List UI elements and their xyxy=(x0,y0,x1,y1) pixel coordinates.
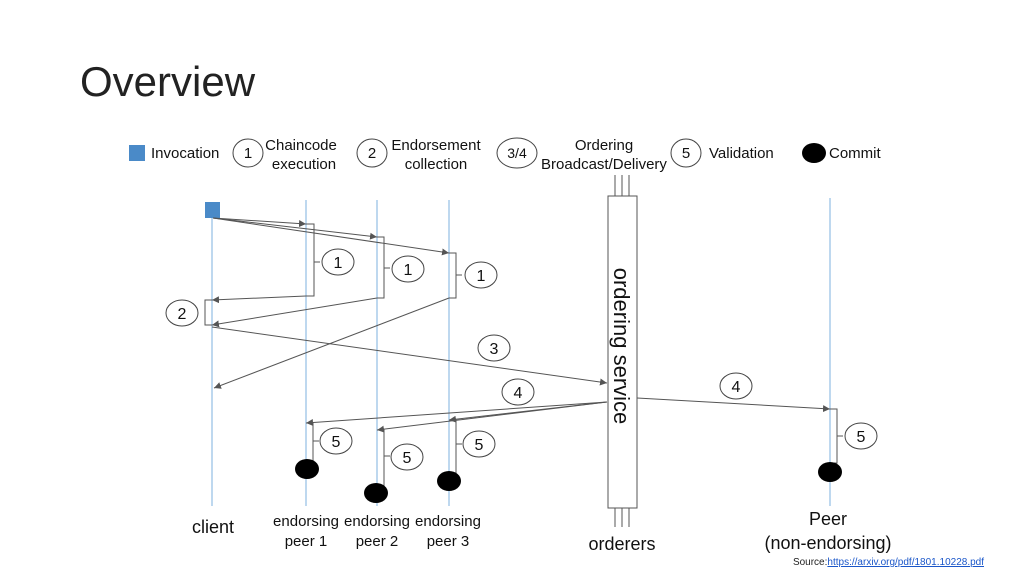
svg-text:4: 4 xyxy=(514,385,523,402)
validate-marker-peer3 xyxy=(462,430,496,458)
legend-invocation-label: Invocation xyxy=(151,145,219,162)
exec-marker-peer1 xyxy=(321,248,355,276)
commit-dot-peer3 xyxy=(437,471,461,491)
peer3-exec-bracket xyxy=(449,252,457,299)
participant-labels: client endorsing peer 1 endorsing peer 2… xyxy=(192,509,892,554)
broadcast-marker xyxy=(477,334,511,362)
svg-text:5: 5 xyxy=(475,437,484,454)
validate-marker-peer1 xyxy=(319,427,353,455)
peer1-exec-bracket xyxy=(306,223,315,297)
legend-step2-circle xyxy=(356,138,388,168)
validate-marker-peer2 xyxy=(390,443,424,471)
source-prefix: Source: xyxy=(792,557,828,568)
commit-dots xyxy=(295,459,842,503)
broadcast-arrow xyxy=(211,326,608,386)
legend-step34-circle xyxy=(496,137,538,169)
legend-step2-line1: Endorsement xyxy=(391,137,481,154)
invocation-start-marker xyxy=(205,202,220,218)
deliver-marker-left xyxy=(501,378,535,406)
legend-step34-line2: Broadcast/Delivery xyxy=(541,156,667,173)
message-arrows xyxy=(204,217,843,487)
peer3-label-line2: peer 3 xyxy=(427,533,470,550)
peer4-validate-bracket xyxy=(830,408,838,464)
peer2-validate-bracket xyxy=(377,429,385,487)
invocation-legend-icon xyxy=(129,145,145,161)
deliver-peer1-arrow xyxy=(305,401,608,427)
step-markers: 1 1 1 2 3 4 4 5 5 5 5 xyxy=(165,248,878,471)
legend-step5-circle xyxy=(670,138,702,168)
peer1-label-line1: endorsing xyxy=(273,513,339,530)
client-collect-bracket xyxy=(204,299,212,326)
peer1-response-arrow xyxy=(211,295,307,304)
legend-step5-label: Validation xyxy=(709,145,774,162)
svg-text:4: 4 xyxy=(732,379,741,396)
invoke-peer3-arrow xyxy=(212,217,450,256)
client-label: client xyxy=(192,517,234,537)
legend-step5-number: 5 xyxy=(682,145,690,162)
peer2-label-line1: endorsing xyxy=(344,513,410,530)
commit-dot-peer4 xyxy=(818,462,842,482)
legend-commit-label: Commit xyxy=(829,145,881,162)
legend-step34-number: 3/4 xyxy=(507,145,527,161)
svg-text:5: 5 xyxy=(857,429,866,446)
legend-step1-circle xyxy=(232,138,264,168)
commit-dot-peer2 xyxy=(364,483,388,503)
ordering-service-box xyxy=(607,195,638,509)
legend-step2-line2: collection xyxy=(405,156,468,173)
exec-marker-peer2 xyxy=(391,255,425,283)
invoke-peer1-arrow xyxy=(212,217,307,228)
peer3-label-line1: endorsing xyxy=(415,513,481,530)
deliver-peer3-arrow xyxy=(448,401,608,423)
commit-dot-peer1 xyxy=(295,459,319,479)
deliver-marker-right xyxy=(719,372,753,400)
peer3-response-arrow xyxy=(213,297,450,389)
exec-marker-peer3 xyxy=(464,261,498,289)
svg-text:5: 5 xyxy=(332,434,341,451)
legend-step1-line2: execution xyxy=(272,156,336,173)
peer4-label-line2: (non-endorsing) xyxy=(764,533,891,553)
peer3-validate-bracket xyxy=(449,419,457,474)
collect-marker xyxy=(165,299,199,327)
legend: Invocation 1 Chaincode execution 2 Endor… xyxy=(129,137,881,173)
deliver-peer4-arrow xyxy=(636,397,831,413)
legend-step1-number: 1 xyxy=(244,145,252,162)
peer4-label-line1: Peer xyxy=(809,509,847,529)
svg-text:1: 1 xyxy=(334,255,343,272)
peer2-label-line2: peer 2 xyxy=(356,533,399,550)
svg-text:5: 5 xyxy=(403,450,412,467)
legend-step34-line1: Ordering xyxy=(575,137,633,154)
peer2-exec-bracket xyxy=(377,236,385,299)
ordering-service-label: ordering service xyxy=(609,268,634,425)
ordering-service xyxy=(607,175,638,527)
svg-text:3: 3 xyxy=(490,341,499,358)
source-citation: Source:https://arxiv.org/pdf/1801.10228.… xyxy=(793,557,984,568)
peer1-label-line2: peer 1 xyxy=(285,533,328,550)
invoke-peer2-arrow xyxy=(212,217,378,240)
peer1-validate-bracket xyxy=(306,422,314,463)
validate-marker-peer4 xyxy=(844,422,878,450)
source-link[interactable]: https://arxiv.org/pdf/1801.10228.pdf xyxy=(827,557,984,568)
commit-legend-icon xyxy=(802,143,826,163)
peer2-response-arrow xyxy=(211,297,378,328)
svg-text:2: 2 xyxy=(178,306,187,323)
page-title: Overview xyxy=(80,58,256,105)
orderers-label: orderers xyxy=(588,534,655,554)
legend-step2-number: 2 xyxy=(368,145,376,162)
legend-step1-line1: Chaincode xyxy=(265,137,337,154)
svg-text:1: 1 xyxy=(477,268,486,285)
svg-text:1: 1 xyxy=(404,262,413,279)
